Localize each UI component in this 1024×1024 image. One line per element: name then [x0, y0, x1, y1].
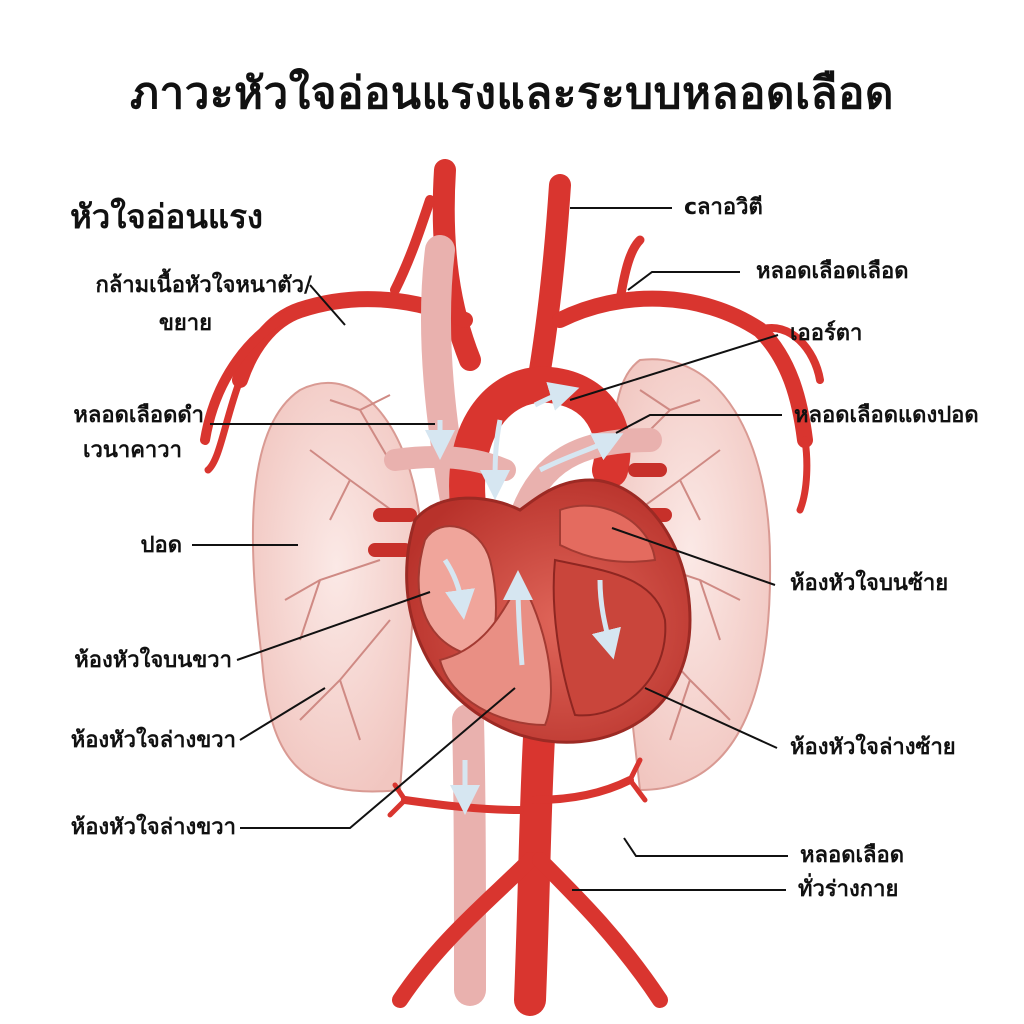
vessels	[200, 159, 824, 1016]
label-systemic-2: ทั่วร่างกาย	[798, 877, 899, 902]
bronchial-tree	[284, 389, 741, 741]
leader-systemic	[623, 837, 788, 857]
leader-aorta	[569, 334, 779, 401]
leader-left-atrium	[611, 527, 776, 586]
label-right-ventricle-b: ห้องหัวใจล่างขวา	[70, 815, 236, 840]
leader-pulmonary	[615, 414, 782, 434]
label-left-ventricle: ห้องหัวใจล่างซ้าย	[790, 735, 956, 760]
leader-right-ventricle-b	[240, 687, 516, 829]
leader-right-ventricle	[239, 687, 326, 741]
leader-subclavian	[627, 271, 740, 291]
label-myocardium: กล้ามเนื้อหัวใจหนาตัว/	[95, 273, 313, 298]
label-myocardium-2: ขยาย	[158, 311, 212, 336]
label-aorta: เออร์ตา	[790, 321, 863, 346]
right-ventricle-chamber	[438, 577, 552, 727]
label-left-atrium: ห้องหัวใจบนซ้าย	[790, 571, 949, 596]
label-right-atrium: ห้องหัวใจบนขวา	[74, 648, 232, 673]
label-pulmonary-artery: หลอดเลือดแดงปอด	[794, 403, 979, 428]
flow-arrows	[425, 381, 624, 815]
leader-myocardium	[309, 284, 346, 326]
leader-left-ventricle	[644, 687, 778, 749]
label-vena-cava: หลอดเลือดดำ	[73, 403, 204, 428]
label-right-ventricle: ห้องหัวใจล่างขวา	[70, 728, 236, 753]
label-carotid: cลาอวิตี	[684, 195, 763, 220]
left-atrium-chamber	[559, 504, 657, 563]
diagram-subtitle: หัวใจอ่อนแรง	[70, 197, 264, 236]
leader-right-atrium	[236, 591, 431, 661]
label-lung: ปอด	[140, 533, 182, 558]
label-subclavian: หลอดเลือดเลือด	[756, 259, 909, 284]
left-lung	[251, 382, 422, 793]
label-systemic: หลอดเลือด	[800, 843, 904, 868]
page-title: ภาวะหัวใจอ่อนแรงและระบบหลอดเลือด	[130, 68, 894, 119]
leader-lines	[192, 207, 788, 891]
label-vena-cava-2: เวนาคาวา	[82, 438, 182, 463]
